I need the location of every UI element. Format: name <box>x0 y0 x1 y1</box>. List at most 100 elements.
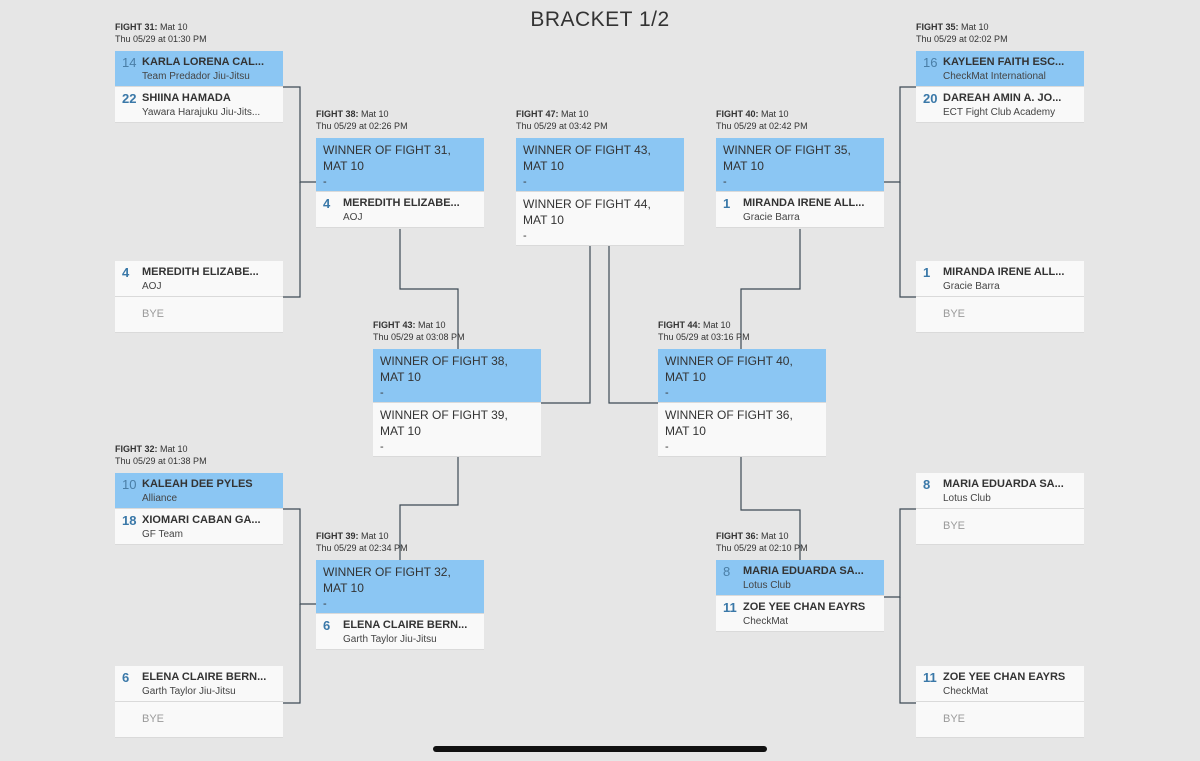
competitor-slot[interactable]: 14 KARLA LORENA CAL... Team Predador Jiu… <box>115 51 283 87</box>
competitor-name: KAYLEEN FAITH ESC... <box>943 56 1065 68</box>
pending-slot[interactable]: WINNER OF FIGHT 40, MAT 10 - <box>658 349 826 403</box>
fight-40-header: FIGHT 40: Mat 10 Thu 05/29 at 02:42 PM <box>716 108 808 132</box>
fight-time: Thu 05/29 at 02:26 PM <box>316 121 408 131</box>
winner-of-label: WINNER OF FIGHT 31, MAT 10 <box>323 143 451 173</box>
connector-f39-f43 <box>399 457 459 562</box>
pending-slot[interactable]: WINNER OF FIGHT 43, MAT 10 - <box>516 138 684 192</box>
fight-39-card[interactable]: WINNER OF FIGHT 32, MAT 10 - 6 ELENA CLA… <box>316 560 484 650</box>
competitor-slot[interactable]: 11 ZOE YEE CHAN EAYRS CheckMat <box>916 666 1084 702</box>
pending-team: - <box>665 387 669 399</box>
competitor-slot[interactable]: 16 KAYLEEN FAITH ESC... CheckMat Interna… <box>916 51 1084 87</box>
fight-40-card[interactable]: WINNER OF FIGHT 35, MAT 10 - 1 MIRANDA I… <box>716 138 884 228</box>
competitor-slot[interactable]: 8 MARIA EDUARDA SA... Lotus Club <box>716 560 884 596</box>
fight-number: FIGHT 44: <box>658 320 701 330</box>
bye-card-elena[interactable]: 6 ELENA CLAIRE BERN... Garth Taylor Jiu-… <box>115 666 283 738</box>
home-indicator[interactable] <box>433 746 767 752</box>
fight-time: Thu 05/29 at 02:42 PM <box>716 121 808 131</box>
pending-team: - <box>723 176 727 188</box>
bye-card-maria[interactable]: 8 MARIA EDUARDA SA... Lotus Club BYE <box>916 473 1084 545</box>
seed-number: 8 <box>723 564 731 579</box>
competitor-team: Gracie Barra <box>743 212 800 223</box>
competitor-slot[interactable]: 4 MEREDITH ELIZABE... AOJ <box>115 261 283 297</box>
seed-number: 18 <box>122 513 137 528</box>
competitor-slot[interactable]: 20 DAREAH AMIN A. JO... ECT Fight Club A… <box>916 87 1084 123</box>
competitor-slot[interactable]: 22 SHIINA HAMADA Yawara Harajuku Jiu-Jit… <box>115 87 283 123</box>
competitor-name: ELENA CLAIRE BERN... <box>343 619 468 631</box>
competitor-slot[interactable]: 18 XIOMARI CABAN GA... GF Team <box>115 509 283 545</box>
fight-44-card[interactable]: WINNER OF FIGHT 40, MAT 10 - WINNER OF F… <box>658 349 826 457</box>
competitor-team: Alliance <box>142 493 178 504</box>
seed-number: 8 <box>923 477 931 492</box>
competitor-slot[interactable]: 6 ELENA CLAIRE BERN... Garth Taylor Jiu-… <box>115 666 283 702</box>
fight-36-header: FIGHT 36: Mat 10 Thu 05/29 at 02:10 PM <box>716 530 808 554</box>
connector-f40-f44 <box>740 229 801 350</box>
pending-team: - <box>380 387 384 399</box>
fight-time: Thu 05/29 at 02:10 PM <box>716 543 808 553</box>
pending-slot[interactable]: WINNER OF FIGHT 32, MAT 10 - <box>316 560 484 614</box>
fight-number: FIGHT 38: <box>316 109 359 119</box>
seed-number: 14 <box>122 55 137 70</box>
fight-35-card[interactable]: 16 KAYLEEN FAITH ESC... CheckMat Interna… <box>916 51 1084 123</box>
bye-label: BYE <box>943 308 966 320</box>
competitor-name: MARIA EDUARDA SA... <box>943 478 1064 490</box>
fight-43-card[interactable]: WINNER OF FIGHT 38, MAT 10 - WINNER OF F… <box>373 349 541 457</box>
competitor-team: CheckMat International <box>943 71 1046 82</box>
winner-of-label: WINNER OF FIGHT 40, MAT 10 <box>665 354 793 384</box>
fight-43-header: FIGHT 43: Mat 10 Thu 05/29 at 03:08 PM <box>373 319 465 343</box>
competitor-team: CheckMat <box>743 616 789 627</box>
pending-slot[interactable]: WINNER OF FIGHT 38, MAT 10 - <box>373 349 541 403</box>
competitor-slot[interactable]: 6 ELENA CLAIRE BERN... Garth Taylor Jiu-… <box>316 614 484 650</box>
connector-r4-f36 <box>899 597 916 704</box>
pending-slot[interactable]: WINNER OF FIGHT 35, MAT 10 - <box>716 138 884 192</box>
bye-slot: BYE <box>115 297 283 333</box>
pending-team: - <box>380 441 384 453</box>
fight-mat: Mat 10 <box>361 109 389 119</box>
fight-36-card[interactable]: 8 MARIA EDUARDA SA... Lotus Club 11 ZOE … <box>716 560 884 632</box>
competitor-slot[interactable]: 10 KALEAH DEE PYLES Alliance <box>115 473 283 509</box>
competitor-name: ZOE YEE CHAN EAYRS <box>943 671 1066 683</box>
fight-47-header: FIGHT 47: Mat 10 Thu 05/29 at 03:42 PM <box>516 108 608 132</box>
competitor-name: MIRANDA IRENE ALL... <box>743 197 865 209</box>
bye-card-miranda[interactable]: 1 MIRANDA IRENE ALL... Gracie Barra BYE <box>916 261 1084 333</box>
winner-of-label: WINNER OF FIGHT 36, MAT 10 <box>665 408 793 438</box>
bye-label: BYE <box>142 713 165 725</box>
pending-slot[interactable]: WINNER OF FIGHT 36, MAT 10 - <box>658 403 826 457</box>
bye-slot: BYE <box>115 702 283 738</box>
competitor-slot[interactable]: 8 MARIA EDUARDA SA... Lotus Club <box>916 473 1084 509</box>
bye-card-meredith[interactable]: 4 MEREDITH ELIZABE... AOJ BYE <box>115 261 283 333</box>
pending-slot[interactable]: WINNER OF FIGHT 31, MAT 10 - <box>316 138 484 192</box>
seed-number: 10 <box>122 477 137 492</box>
competitor-team: Yawara Harajuku Jiu-Jits... <box>142 107 261 118</box>
fight-31-card[interactable]: 14 KARLA LORENA CAL... Team Predador Jiu… <box>115 51 283 123</box>
competitor-name: MEREDITH ELIZABE... <box>142 266 259 278</box>
competitor-team: CheckMat <box>943 686 989 697</box>
fight-32-card[interactable]: 10 KALEAH DEE PYLES Alliance 18 XIOMARI … <box>115 473 283 545</box>
competitor-slot[interactable]: 1 MIRANDA IRENE ALL... Gracie Barra <box>916 261 1084 297</box>
competitor-team: AOJ <box>343 212 363 223</box>
winner-of-label: WINNER OF FIGHT 39, MAT 10 <box>380 408 508 438</box>
connector-l2-f38 <box>283 182 301 298</box>
pending-slot[interactable]: WINNER OF FIGHT 44, MAT 10 - <box>516 192 684 246</box>
competitor-slot[interactable]: 4 MEREDITH ELIZABE... AOJ <box>316 192 484 228</box>
competitor-name: DAREAH AMIN A. JO... <box>943 92 1062 104</box>
competitor-name: KALEAH DEE PYLES <box>142 478 253 490</box>
competitor-team: Garth Taylor Jiu-Jitsu <box>142 686 236 697</box>
fight-mat: Mat 10 <box>703 320 731 330</box>
connector-f44-f47 <box>608 246 658 404</box>
fight-38-card[interactable]: WINNER OF FIGHT 31, MAT 10 - 4 MEREDITH … <box>316 138 484 228</box>
competitor-name: ZOE YEE CHAN EAYRS <box>743 601 866 613</box>
bye-card-zoe[interactable]: 11 ZOE YEE CHAN EAYRS CheckMat BYE <box>916 666 1084 738</box>
fight-time: Thu 05/29 at 03:08 PM <box>373 332 465 342</box>
pending-slot[interactable]: WINNER OF FIGHT 39, MAT 10 - <box>373 403 541 457</box>
connector-r3-f36 <box>884 508 916 598</box>
competitor-slot[interactable]: 1 MIRANDA IRENE ALL... Gracie Barra <box>716 192 884 228</box>
pending-team: - <box>523 176 527 188</box>
fight-47-card[interactable]: WINNER OF FIGHT 43, MAT 10 - WINNER OF F… <box>516 138 684 246</box>
seed-number: 22 <box>122 91 137 106</box>
fight-mat: Mat 10 <box>160 22 188 32</box>
winner-of-label: WINNER OF FIGHT 35, MAT 10 <box>723 143 851 173</box>
seed-number: 11 <box>723 600 737 615</box>
competitor-slot[interactable]: 11 ZOE YEE CHAN EAYRS CheckMat <box>716 596 884 632</box>
pending-team: - <box>323 176 327 188</box>
fight-35-header: FIGHT 35: Mat 10 Thu 05/29 at 02:02 PM <box>916 21 1008 45</box>
